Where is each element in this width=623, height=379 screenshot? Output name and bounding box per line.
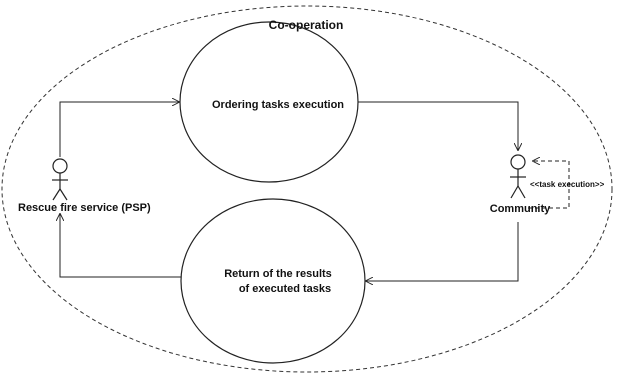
use-case-return-label-line1: Return of the results <box>224 268 332 280</box>
connector-psp-to-ordering <box>59 102 179 157</box>
cooperation-boundary <box>1 5 613 373</box>
stereotype-task-execution-label: <<task execution>> <box>530 180 605 189</box>
actor-psp-icon[interactable] <box>52 158 68 201</box>
use-case-return-results[interactable] <box>180 198 366 364</box>
use-case-ordering-label: Ordering tasks execution <box>211 99 345 111</box>
actor-community-icon[interactable] <box>510 154 526 199</box>
actor-community-label: Community <box>489 203 551 215</box>
use-case-return-label-line2: of executed tasks <box>238 283 332 295</box>
boundary-label: Co-operation <box>268 18 344 32</box>
connector-return-to-psp <box>60 214 181 278</box>
connector-ordering-to-community <box>358 101 518 150</box>
connector-community-to-return <box>366 222 519 281</box>
actor-psp-label: Rescue fire service (PSP) <box>18 202 151 214</box>
connector-task-execution-self <box>528 161 570 209</box>
